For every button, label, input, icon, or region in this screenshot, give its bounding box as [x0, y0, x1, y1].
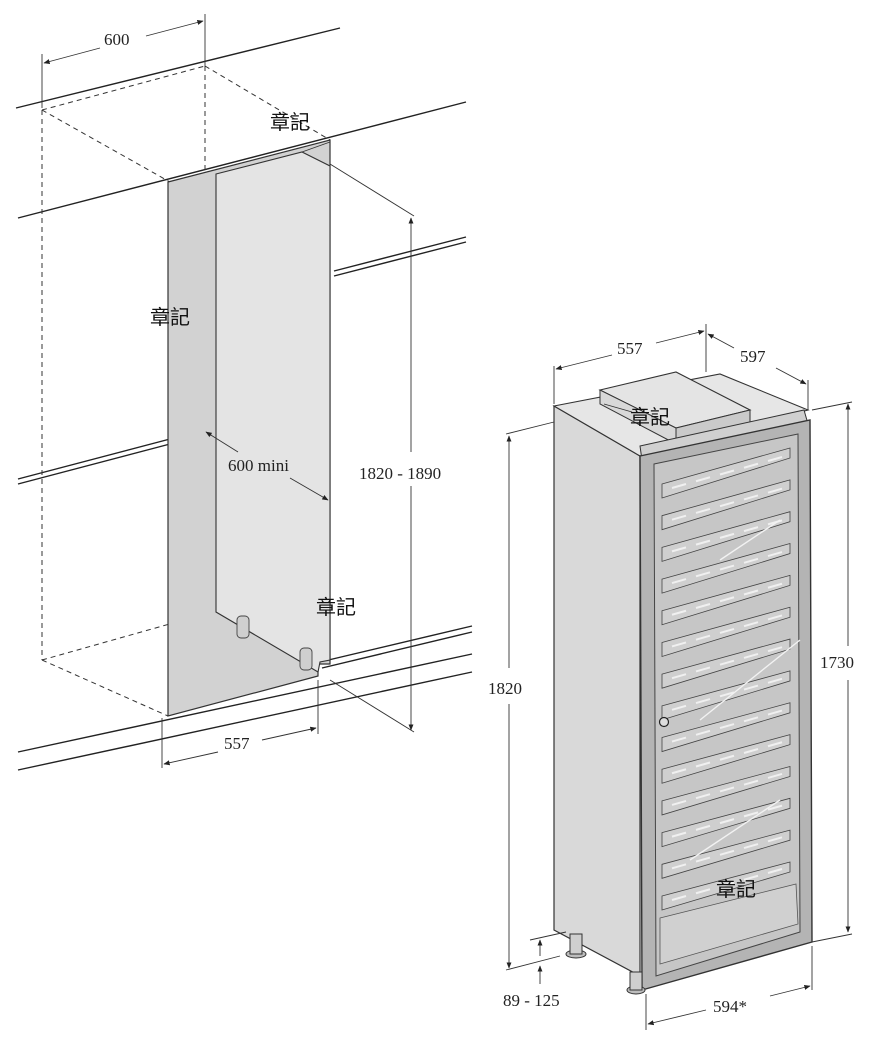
dim-feet-height: 89 - 125	[503, 991, 560, 1010]
mark-niche-top: 章記	[270, 110, 310, 134]
mark-appliance-top: 章記	[630, 405, 670, 429]
wine-shelf	[661, 797, 791, 848]
floor-line-2	[17, 671, 473, 771]
wall-line-top	[15, 27, 341, 109]
dim-niche-bottom-depth: 557	[224, 734, 250, 753]
mark-niche-side: 章記	[150, 305, 190, 329]
wall-line-bottom	[321, 631, 473, 669]
wine-shelf	[661, 829, 791, 879]
niche-foot-left	[236, 615, 250, 639]
dim-appliance-width: 557	[617, 339, 643, 358]
appliance-drawing: 557 597 章記 1820 1730 章記 89 - 125 59	[488, 324, 854, 1030]
appliance-feet	[565, 933, 646, 995]
dim-appliance-depth: 597	[740, 347, 766, 366]
niche-outline	[41, 65, 331, 717]
dim-niche-width: 600	[104, 30, 130, 49]
wall-line-shelf	[333, 241, 467, 277]
dim-niche-height: 1820 - 1890	[359, 464, 441, 483]
niche-drawing: 600 章記 章記 章記 600 mini 1820 - 1890 557	[15, 14, 473, 771]
niche-back-wall	[215, 151, 331, 673]
mark-appliance-bottom: 章記	[716, 877, 756, 901]
appliance-bottom-grille	[659, 883, 799, 965]
dim-door-width: 594*	[713, 997, 747, 1016]
lock-icon	[658, 716, 670, 728]
niche-foot-right	[299, 647, 313, 671]
dim-door-height: 1730	[820, 653, 854, 672]
appliance-side-panel	[553, 404, 641, 978]
wine-shelf	[661, 861, 791, 911]
floor-line-1	[17, 653, 473, 753]
dim-niche-depth-min: 600 mini	[228, 456, 289, 475]
mark-niche-bottom: 章記	[316, 595, 356, 619]
wall-line-mid	[17, 443, 171, 485]
wall-line-upper	[17, 101, 467, 219]
dim-appliance-height: 1820	[488, 679, 522, 698]
appliance-shelves	[661, 447, 791, 911]
